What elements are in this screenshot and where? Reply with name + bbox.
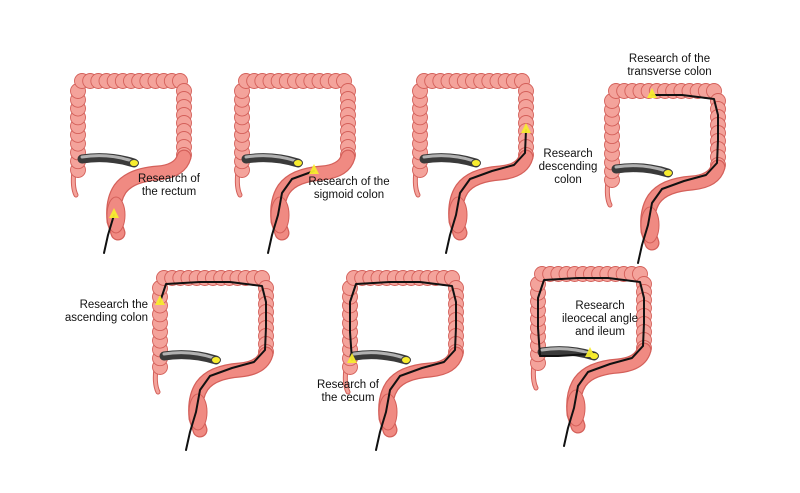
endoscope-light-tip <box>347 353 357 363</box>
colon-ascending <box>152 270 274 451</box>
label-ascending-colon: Research the ascending colon <box>64 299 148 324</box>
endoscope-light-tip <box>521 123 531 133</box>
colon-cecum <box>342 270 464 451</box>
colon-ileum <box>530 266 652 447</box>
endoscope-tube <box>349 281 457 451</box>
endoscope-tube <box>637 94 719 264</box>
colon-descending <box>412 73 534 254</box>
label-rectum: Research of the rectum <box>137 173 200 198</box>
label-sigmoid-colon: Research of the sigmoid colon <box>308 176 390 201</box>
label-transverse-colon: Research of the transverse colon <box>627 53 712 78</box>
endoscope-tube <box>445 129 527 254</box>
endoscope-tube <box>103 214 115 254</box>
label-cecum: Research of the cecum <box>316 379 379 404</box>
endoscope-light-tip <box>155 295 165 305</box>
colon-rectum <box>70 73 192 254</box>
endoscope-tube <box>159 281 267 451</box>
colon-sigmoid <box>234 73 356 254</box>
endoscope-light-tip <box>585 347 595 357</box>
endoscope-tube <box>267 170 315 254</box>
colon-transverse <box>604 83 726 264</box>
label-ileocecal-angle-and-ileum: Research ileocecal angle and ileum <box>561 300 639 338</box>
endoscope-light-tip <box>109 208 119 218</box>
endoscope-tube <box>537 277 645 447</box>
label-descending-colon: Research descending colon <box>538 148 598 186</box>
endoscope-light-tip <box>309 164 319 174</box>
endoscope-light-tip <box>647 88 657 98</box>
